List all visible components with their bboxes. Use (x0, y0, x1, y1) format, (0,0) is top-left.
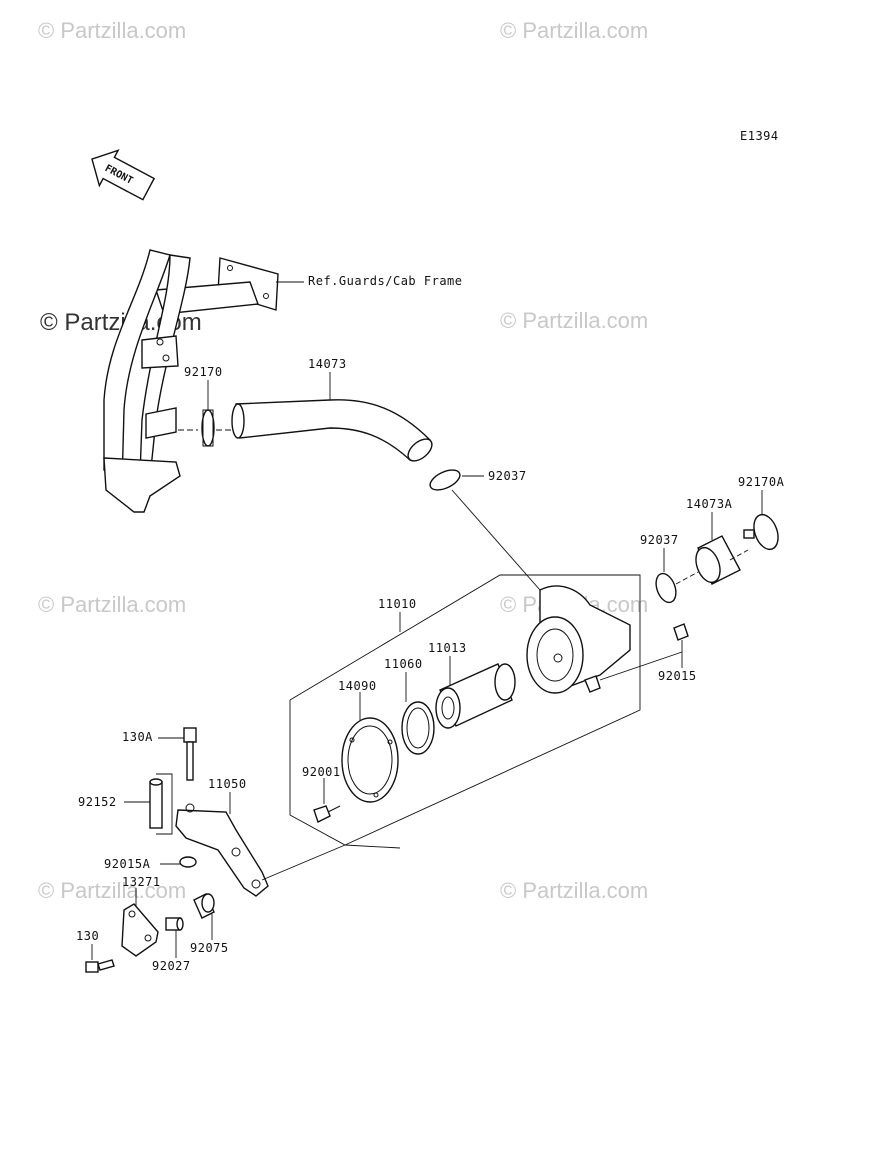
label-11010: 11010 (378, 597, 417, 611)
collar-92027 (165, 917, 184, 931)
watermark: © Partzilla.com (38, 878, 186, 903)
label-92015: 92015 (658, 669, 697, 683)
label-13271: 13271 (122, 875, 161, 889)
ref-note: Ref.Guards/Cab Frame (308, 274, 463, 288)
clamp-92170A (743, 513, 779, 551)
label-92001: 92001 (302, 765, 341, 779)
plate-13271 (121, 903, 159, 957)
watermark: © Partzilla.com (38, 592, 186, 617)
label-92037-upper: 92037 (488, 469, 527, 483)
label-11013: 11013 (428, 641, 467, 655)
diagram-code: E1394 (740, 129, 779, 143)
cover-14090 (341, 717, 399, 803)
label-92170A: 92170A (738, 475, 785, 489)
label-92037-lower: 92037 (640, 533, 679, 547)
label-92170: 92170 (184, 365, 223, 379)
label-92075: 92075 (190, 941, 229, 955)
watermark: © Partzilla.com (500, 18, 648, 43)
frame-structure (103, 249, 304, 513)
label-11050: 11050 (208, 777, 247, 791)
label-14073A: 14073A (686, 497, 733, 511)
clamp-92037-lower (655, 572, 677, 604)
assembly-outline-11010 (289, 574, 641, 849)
label-92015A: 92015A (104, 857, 151, 871)
bolt-130 (85, 959, 115, 973)
watermark: © Partzilla.com (500, 878, 648, 903)
label-92152: 92152 (78, 795, 117, 809)
spacer-92152 (149, 778, 163, 829)
intake-duct-14073 (231, 399, 433, 462)
label-11060: 11060 (384, 657, 423, 671)
filter-element-11013 (435, 663, 516, 729)
air-cleaner-housing (526, 585, 631, 694)
watermark: © Partzilla.com (38, 18, 186, 43)
front-arrow-icon: FRONT (91, 149, 156, 201)
nut-92015A (179, 856, 197, 868)
label-130: 130 (76, 929, 99, 943)
label-14090: 14090 (338, 679, 377, 693)
watermark: © Partzilla.com (500, 308, 648, 333)
label-130A: 130A (122, 730, 153, 744)
damper-92075 (193, 893, 215, 919)
gasket-11060 (401, 701, 435, 755)
bracket-11050 (175, 803, 269, 897)
clamp-92170 (201, 409, 215, 447)
wing-screw-92001 (313, 805, 341, 823)
label-92027: 92027 (152, 959, 191, 973)
duct-14073A (695, 535, 741, 585)
plug-92015 (673, 623, 689, 641)
label-14073: 14073 (308, 357, 347, 371)
bolt-130A (183, 727, 197, 781)
clamp-92037-upper (429, 469, 461, 491)
